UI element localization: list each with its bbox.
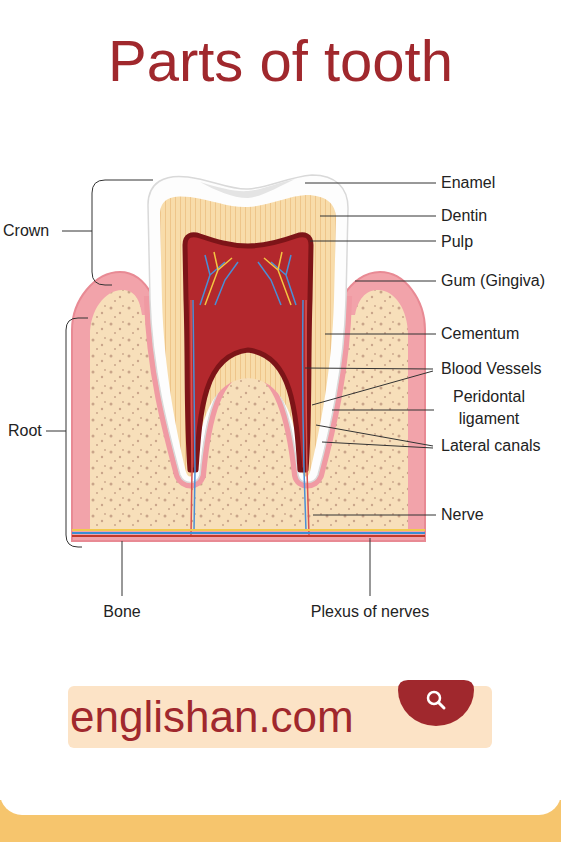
part-label: Enamel (441, 173, 495, 192)
part-label: Gum (Gingiva) (441, 271, 545, 290)
nerve-plexus (72, 530, 425, 536)
part-label: Peridontal ligament (439, 386, 539, 429)
part-label: Lateral canals (441, 436, 541, 455)
title: Parts of tooth (0, 26, 561, 96)
dentin (160, 195, 336, 477)
part-label: Cementum (441, 324, 519, 343)
part-label: Crown (3, 221, 49, 240)
enamel (148, 175, 348, 483)
leader-lines (46, 180, 436, 596)
pulp (185, 235, 311, 470)
blood-vessels (191, 252, 309, 535)
part-label: Blood Vessels (441, 359, 542, 378)
search-icon (396, 678, 476, 730)
site-banner: englishan.com (68, 686, 492, 748)
part-label: Plexus of nerves (311, 602, 429, 621)
part-label: Root (8, 421, 42, 440)
part-label: Nerve (441, 505, 484, 524)
part-label: Dentin (441, 206, 487, 225)
part-label: Pulp (441, 232, 473, 251)
enamel-shade (200, 179, 295, 198)
part-label: Bone (103, 602, 140, 621)
periodontal-ligament (148, 296, 348, 483)
site-name: englishan.com (68, 686, 354, 748)
